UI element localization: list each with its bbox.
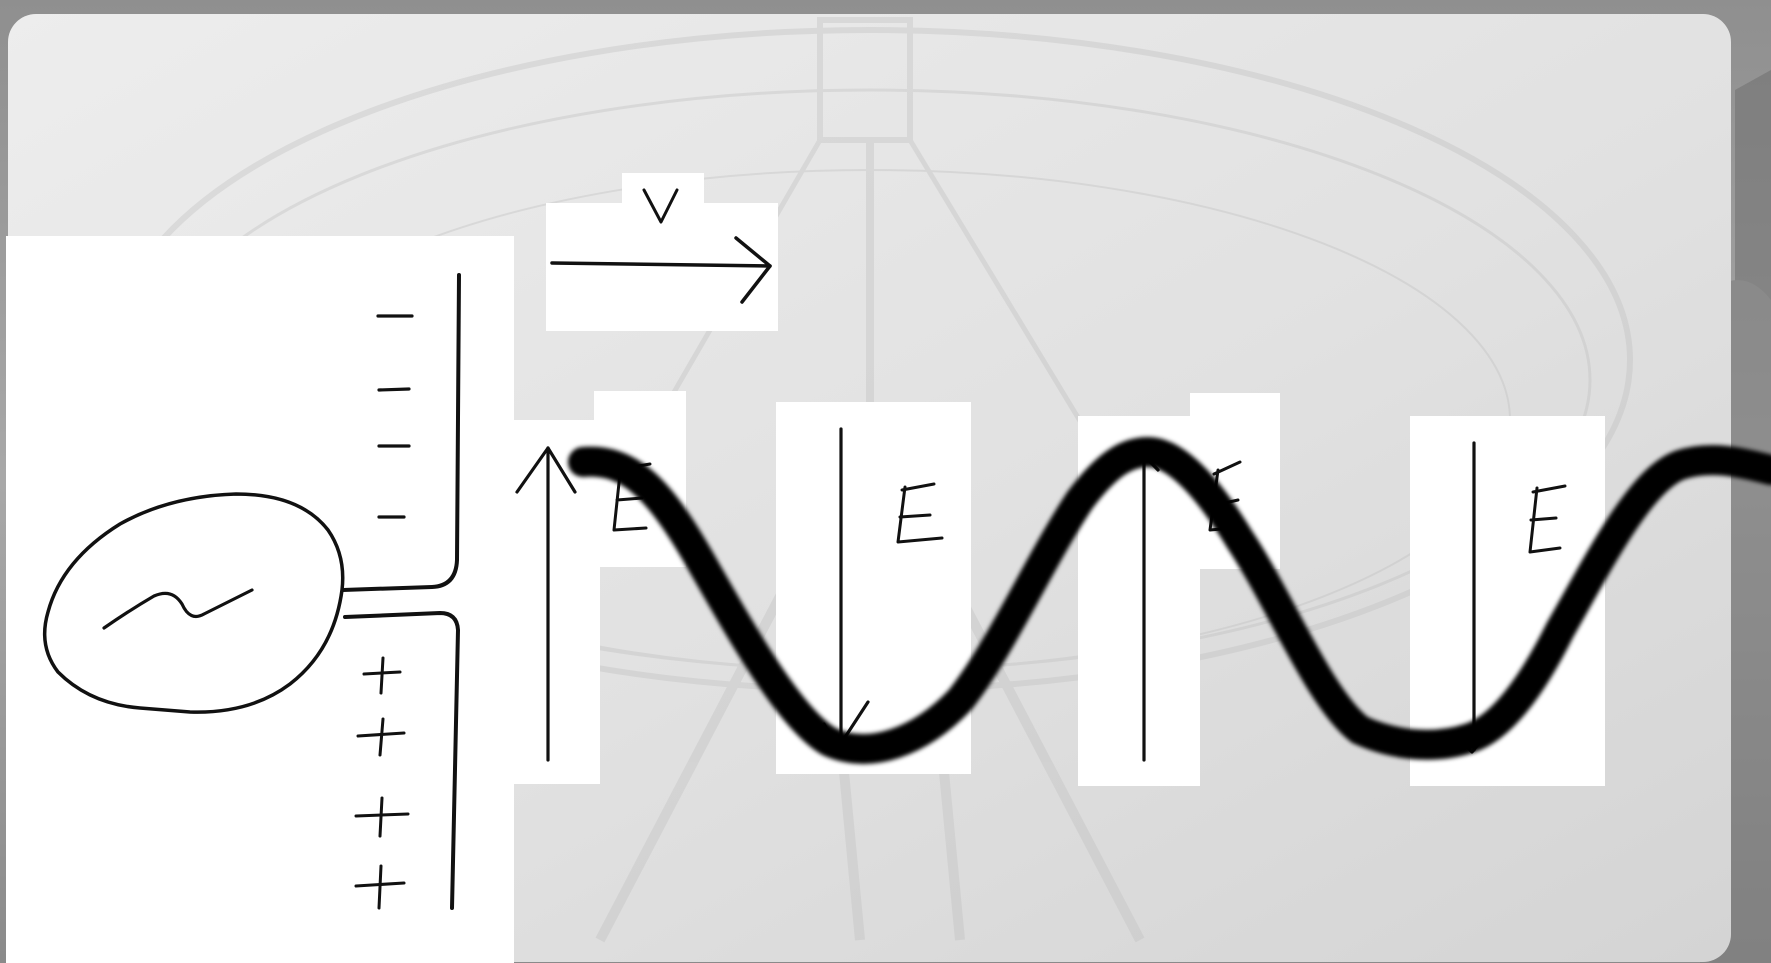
positive-charge: [362, 656, 402, 695]
antenna: [341, 273, 461, 910]
positive-charge: [354, 796, 410, 838]
velocity-label-patch: [622, 173, 704, 209]
field-label-glyphs: [612, 460, 1567, 554]
source-symbol: ~: [180, 574, 214, 620]
source-tilde: [102, 588, 254, 630]
positive-charge: [356, 717, 406, 757]
field-patch-1: [514, 420, 600, 784]
velocity-label-v: [642, 188, 679, 224]
velocity-label: V: [660, 193, 681, 228]
positive-charge: [354, 864, 406, 910]
positive-symbol: +: [380, 653, 405, 688]
source-patch: [6, 236, 514, 963]
positive-charges: [354, 656, 410, 910]
velocity-arrow: [550, 188, 772, 304]
arrow-right-icon: [550, 261, 772, 268]
negative-charges: [376, 314, 414, 519]
antenna-lower-wire: [343, 611, 460, 910]
arrow-up-icon: [515, 446, 577, 762]
field-label-2: E: [898, 485, 936, 555]
negative-symbol: −: [390, 293, 415, 328]
field-label-4: E: [1530, 495, 1568, 565]
negative-charge: [377, 387, 411, 392]
ac-source-icon: [42, 492, 345, 714]
antenna-upper-wire: [341, 273, 461, 592]
electromagnetic-wave: [568, 436, 1771, 764]
